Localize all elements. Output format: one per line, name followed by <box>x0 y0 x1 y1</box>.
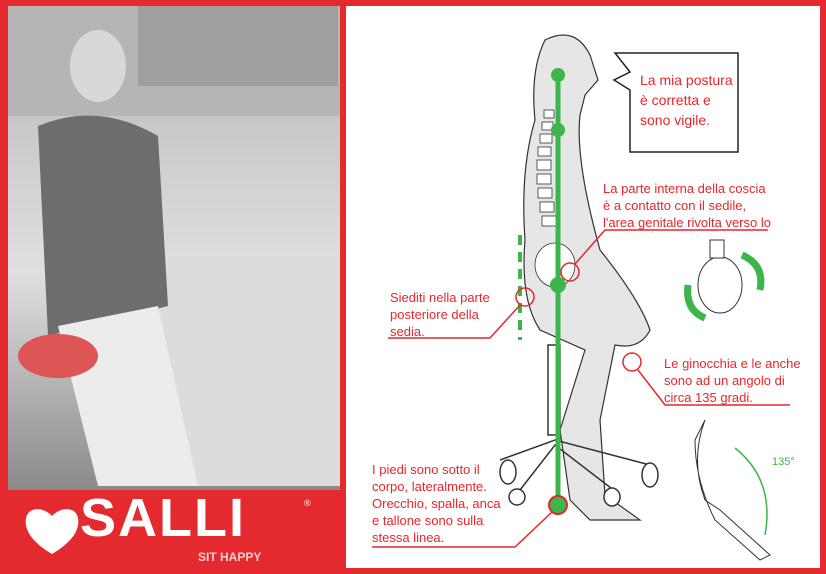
photo-nurse-on-saddle-chair <box>8 6 340 490</box>
callout-feet: I piedi sono sotto il corpo, lateralment… <box>372 462 501 545</box>
speech-bubble <box>612 52 739 153</box>
heart-logo-icon <box>25 509 79 554</box>
angle-arc-arrow-icon <box>734 447 768 536</box>
body-silhouette <box>523 34 651 521</box>
photo-illustration <box>8 6 340 486</box>
registered-mark: ® <box>304 498 311 508</box>
hip-angle-figure <box>694 419 771 561</box>
speech-text: La mia postura è corretta e sono vigile. <box>640 72 733 128</box>
callout-knees: Le ginocchia e le anche sono ad un angol… <box>664 356 801 405</box>
tagline: SIT HAPPY <box>198 550 262 564</box>
pelvis-rotation-icon <box>684 239 765 322</box>
spine <box>534 109 576 288</box>
brand-name: SALLI <box>80 488 246 548</box>
salli-logo: SALLI ® SIT HAPPY <box>8 490 340 568</box>
alignment-points <box>548 68 568 515</box>
callout-back: Siediti nella parte posteriore della sed… <box>390 290 490 339</box>
callout-thigh: La parte interna della coscia è a contat… <box>603 181 771 230</box>
angle-label: 135° <box>772 456 795 468</box>
callout-leaders <box>372 229 790 548</box>
